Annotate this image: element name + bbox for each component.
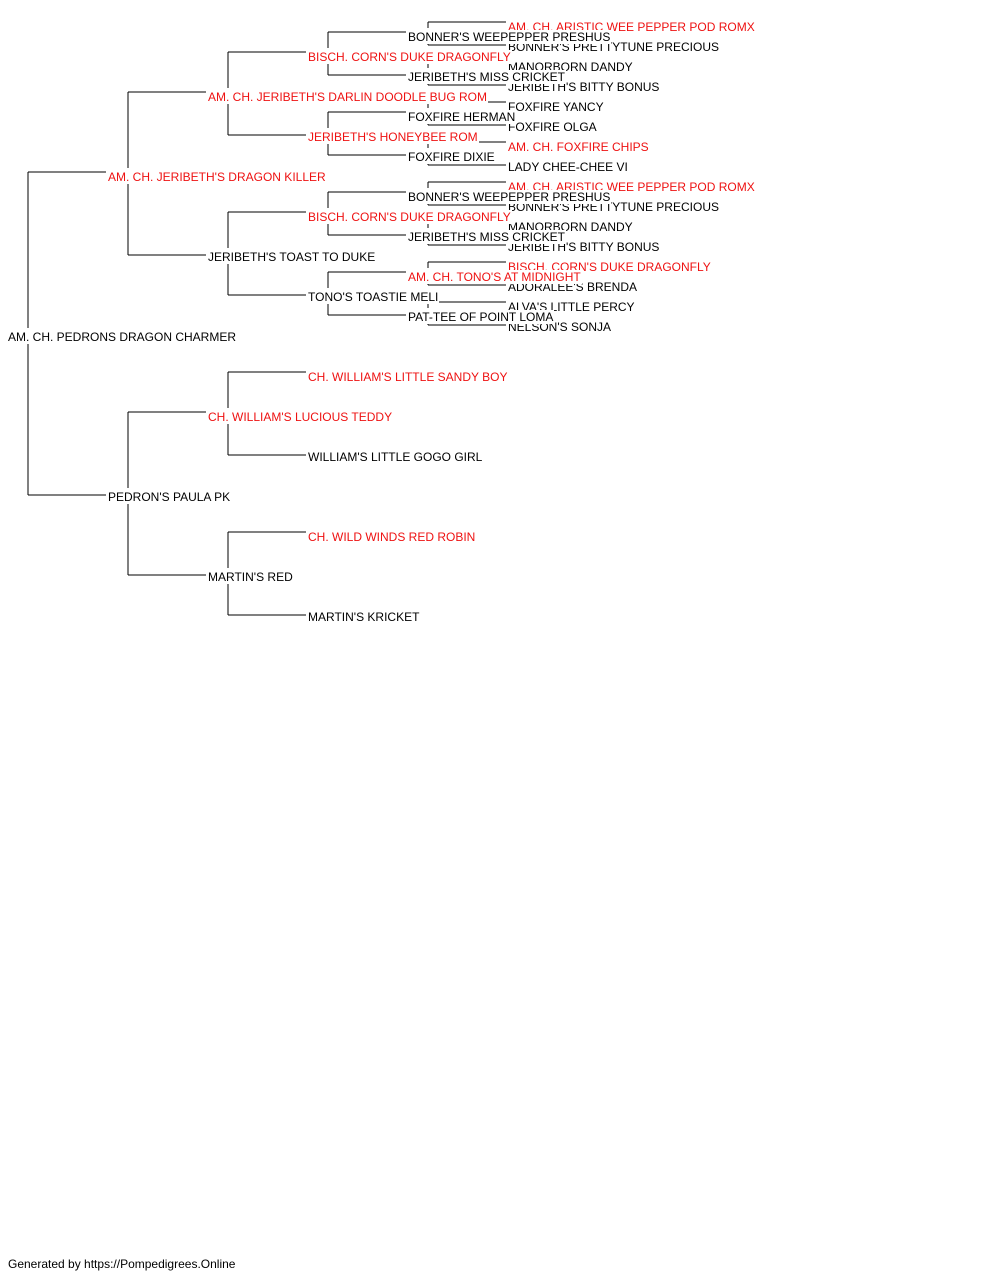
generated-by-footer: Generated by https://Pompedigrees.Online [8,1257,236,1271]
ancestor-name: AM. CH. TONO'S AT MIDNIGHT [408,270,582,284]
ancestor-name: FOXFIRE OLGA [508,120,598,134]
ancestor-name: TONO'S TOASTIE MELI [308,290,440,304]
ancestor-name: BONNER'S WEEPEPPER PRESHUS [408,190,612,204]
ancestor-name: CH. WILD WINDS RED ROBIN [308,530,477,544]
ancestor-name: FOXFIRE DIXIE [408,150,496,164]
ancestor-name: CH. WILLIAM'S LUCIOUS TEDDY [208,410,394,424]
subject-dog: AM. CH. PEDRONS DRAGON CHARMER [8,330,238,344]
ancestor-name: PAT-TEE OF POINT LOMA [408,310,555,324]
ancestor-name: WILLIAM'S LITTLE GOGO GIRL [308,450,484,464]
ancestor-name: AM. CH. JERIBETH'S DRAGON KILLER [108,170,327,184]
ancestor-name: AM. CH. FOXFIRE CHIPS [508,140,650,154]
ancestor-name: CH. WILLIAM'S LITTLE SANDY BOY [308,370,509,384]
ancestor-name: JERIBETH'S HONEYBEE ROM [308,130,479,144]
ancestor-name: JERIBETH'S TOAST TO DUKE [208,250,377,264]
ancestor-name: AM. CH. JERIBETH'S DARLIN DOODLE BUG ROM [208,90,488,104]
ancestor-name: BISCH. CORN'S DUKE DRAGONFLY [308,210,512,224]
ancestor-name: FOXFIRE HERMAN [408,110,517,124]
ancestor-name: PEDRON'S PAULA PK [108,490,232,504]
ancestor-name: LADY CHEE-CHEE VI [508,160,629,174]
ancestor-name: BONNER'S WEEPEPPER PRESHUS [408,30,612,44]
ancestor-name: MARTIN'S RED [208,570,294,584]
ancestor-name: BISCH. CORN'S DUKE DRAGONFLY [308,50,512,64]
ancestor-name: MARTIN'S KRICKET [308,610,421,624]
ancestor-name: JERIBETH'S MISS CRICKET [408,230,566,244]
ancestor-name: JERIBETH'S MISS CRICKET [408,70,566,84]
ancestor-name: FOXFIRE YANCY [508,100,605,114]
